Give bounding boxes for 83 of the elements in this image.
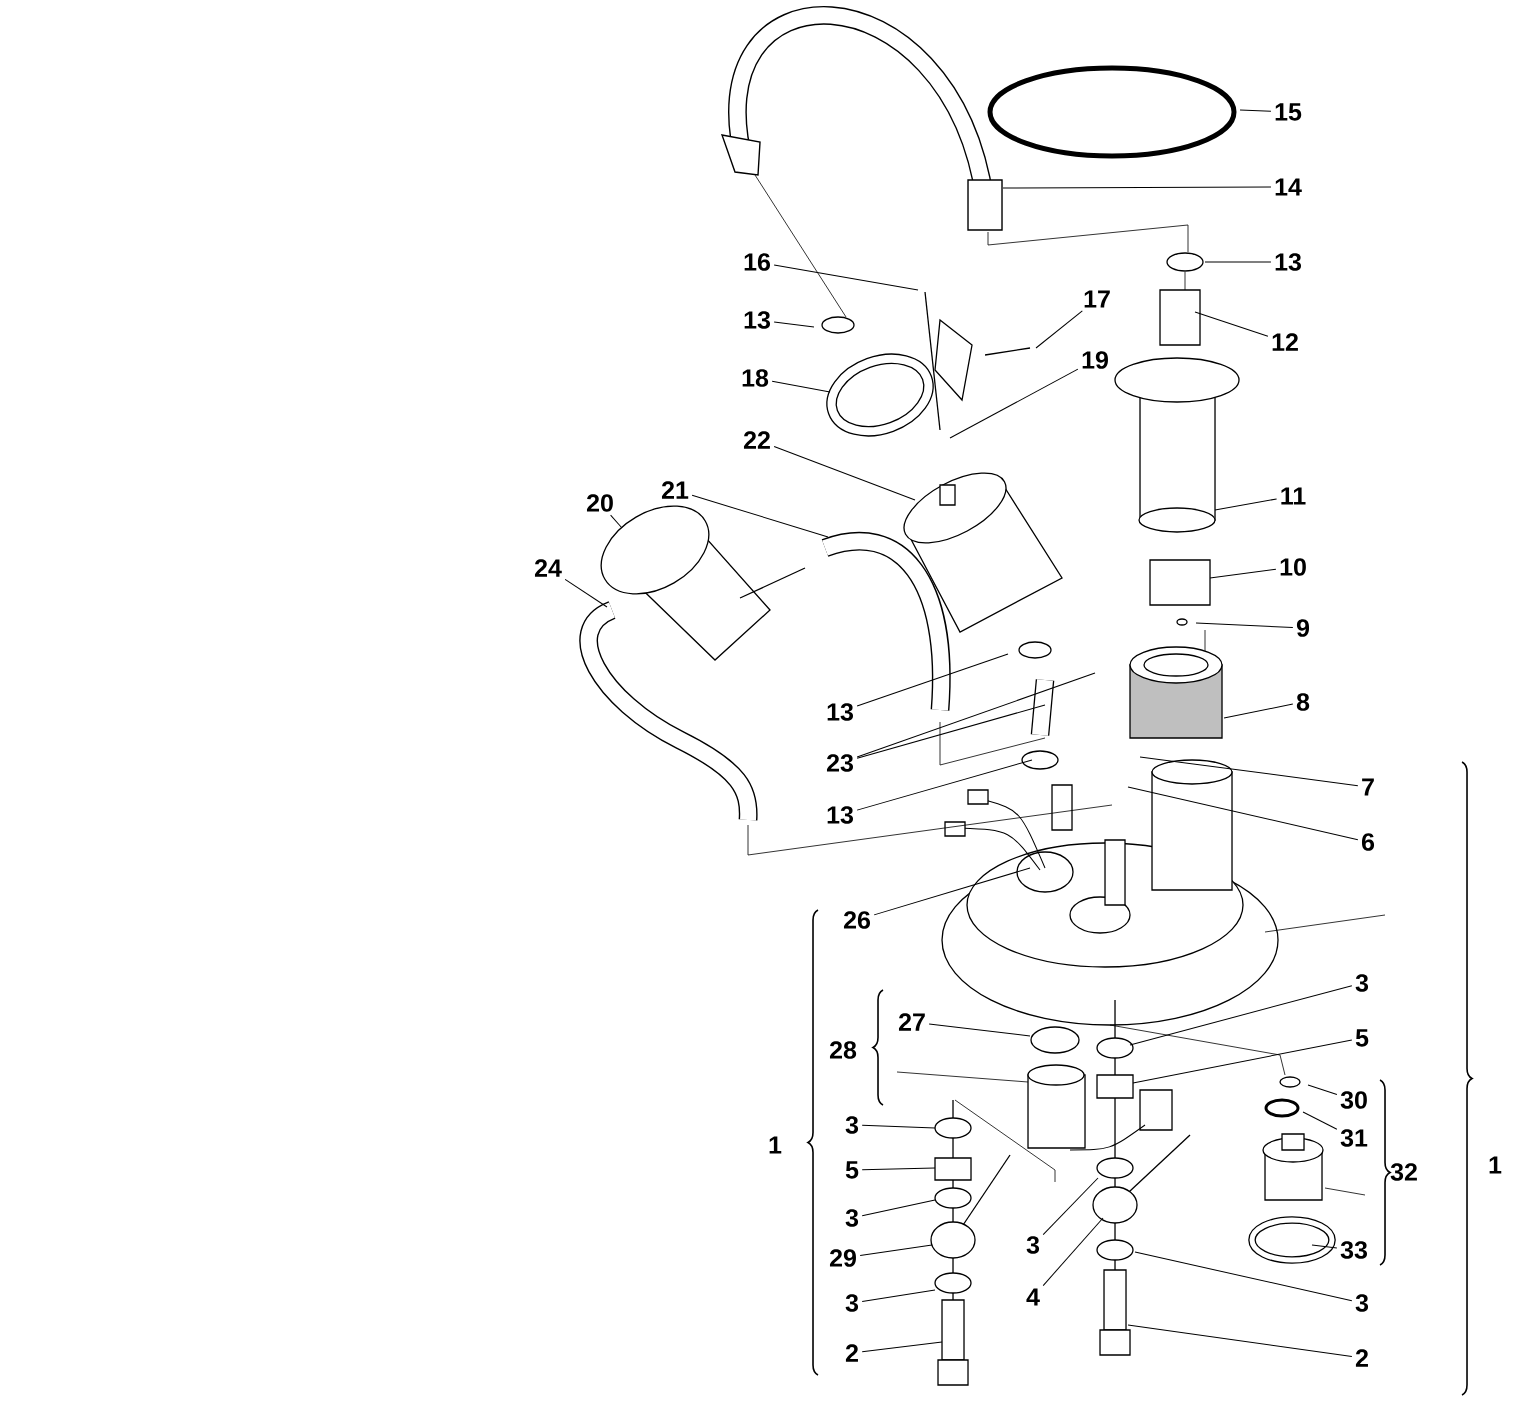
leader-line: [610, 514, 623, 529]
leader-line: [1002, 186, 1272, 189]
callout-number: 3: [1026, 1236, 1040, 1254]
callout-number: 14: [1275, 178, 1302, 196]
leader-line: [861, 1289, 936, 1302]
callout-number: 6: [1361, 833, 1375, 851]
leader-line: [856, 672, 1096, 758]
leader-line: [1194, 311, 1269, 337]
callout-number: 22: [743, 431, 770, 449]
leader-line: [861, 1199, 936, 1217]
callout-number: 20: [586, 494, 613, 512]
callout-number: 28: [829, 1041, 857, 1059]
leader-line: [1307, 1084, 1338, 1095]
leader-line: [1214, 498, 1278, 511]
callout-number: 1: [769, 1136, 782, 1154]
callout-number: 3: [845, 1294, 859, 1312]
leader-line: [1129, 985, 1353, 1046]
callout-number: 5: [1355, 1029, 1369, 1047]
callout-number: 13: [827, 806, 853, 824]
callout-number: 32: [1390, 1163, 1417, 1181]
leader-line: [949, 368, 1079, 439]
callout-number: 3: [845, 1116, 859, 1134]
callout-number: 3: [1355, 974, 1369, 992]
callout-number: 9: [1296, 619, 1310, 637]
leader-line: [1311, 1244, 1338, 1249]
callout-number: 3: [845, 1209, 859, 1227]
callout-number: 3: [1355, 1294, 1369, 1312]
leader-line: [856, 759, 1033, 811]
callout-number: 30: [1340, 1091, 1367, 1109]
leader-line: [773, 321, 815, 328]
callout-number: 4: [1026, 1288, 1040, 1306]
callout-number: 33: [1340, 1241, 1367, 1259]
leader-line: [856, 704, 1046, 759]
leader-line: [1195, 622, 1294, 629]
callout-number: 31: [1340, 1129, 1368, 1147]
leader-line: [1127, 1324, 1353, 1358]
leader-line: [691, 494, 829, 538]
callout-number: 21: [661, 481, 689, 499]
callout-number: 2: [1355, 1349, 1368, 1367]
leader-line: [861, 1167, 936, 1171]
callout-number: 13: [744, 311, 770, 329]
leader-line: [856, 653, 1009, 707]
callout-number: 27: [898, 1013, 925, 1031]
leader-line: [1239, 109, 1272, 112]
callout-number: 18: [742, 369, 769, 387]
leader-line: [1209, 568, 1277, 579]
callout-number: 12: [1272, 333, 1298, 351]
callout-number: 8: [1296, 693, 1310, 711]
leader-line: [771, 380, 831, 393]
callout-number: 7: [1362, 778, 1374, 796]
callout-number: 17: [1084, 290, 1110, 308]
callout-number: 11: [1281, 487, 1306, 505]
leader-line: [773, 446, 916, 501]
callout-number: 1: [1489, 1156, 1502, 1174]
callout-number: 29: [829, 1249, 856, 1267]
callout-number: 15: [1275, 103, 1302, 121]
leader-line: [1204, 261, 1272, 263]
callout-number: 2: [845, 1344, 858, 1362]
leader-line: [859, 1244, 933, 1256]
leader-line: [1223, 703, 1294, 719]
callout-number: 23: [826, 754, 853, 772]
leader-line: [873, 867, 1031, 916]
leader-line: [928, 1023, 1031, 1037]
leader-line: [1132, 1039, 1353, 1084]
leader-line: [773, 264, 919, 291]
leader-line: [861, 1341, 943, 1353]
callout-number: 19: [1082, 351, 1108, 369]
leader-line: [1127, 786, 1359, 841]
callout-number: 26: [843, 911, 870, 929]
leader-line: [1134, 1251, 1353, 1302]
callout-number: 13: [827, 703, 853, 721]
leader-line: [861, 1124, 936, 1129]
leader-line: [1042, 1177, 1099, 1236]
leader-line: [1042, 1217, 1104, 1287]
callout-number: 24: [534, 559, 562, 577]
callout-number: 13: [1275, 253, 1301, 271]
leader-line: [1139, 756, 1359, 787]
callout-number: 10: [1280, 558, 1306, 576]
leader-line: [564, 578, 608, 608]
leader-line: [1302, 1111, 1338, 1130]
callout-number: 5: [845, 1161, 859, 1179]
callout-number: 16: [744, 253, 770, 271]
leader-line: [1035, 310, 1083, 349]
